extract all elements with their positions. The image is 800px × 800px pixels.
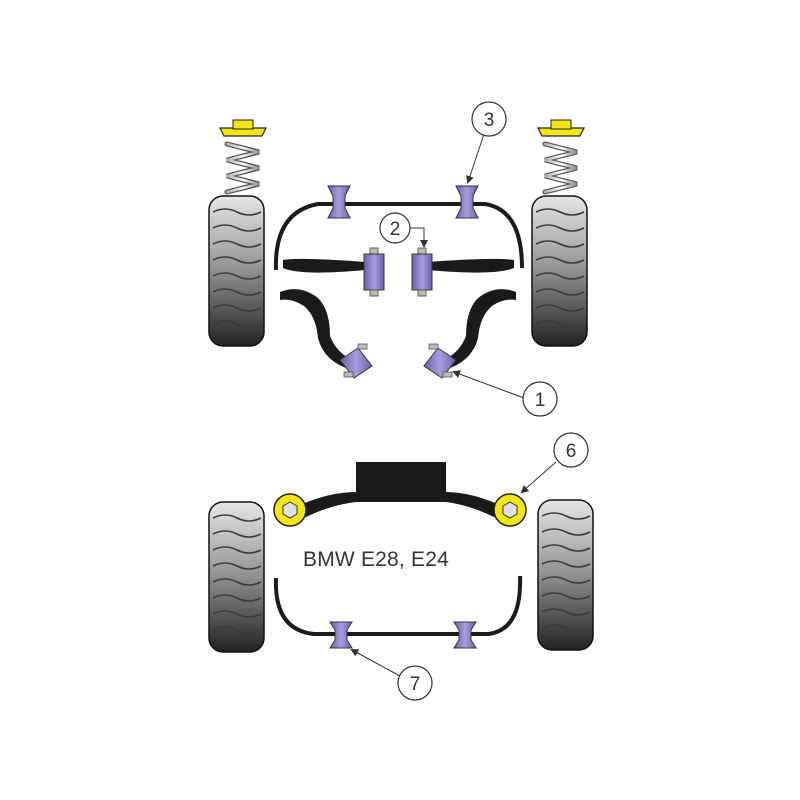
callout-6: 6	[520, 432, 589, 494]
front-right-thrust-arm	[428, 258, 514, 273]
front-left-tyre-icon	[208, 195, 265, 347]
front-arb-bush-left-icon	[327, 185, 351, 219]
front-suspension	[208, 119, 588, 379]
front-left-control-arm	[280, 289, 352, 370]
rear-arb-bush-left-icon	[329, 621, 353, 649]
front-right-spring-icon	[537, 119, 585, 195]
front-right-control-arm	[444, 289, 516, 370]
rear-suspension	[208, 462, 594, 653]
front-arb-bush-right-icon	[455, 185, 479, 219]
callout-2-label: 2	[390, 219, 401, 240]
front-right-tyre-icon	[531, 195, 588, 347]
rear-right-tyre-icon	[537, 499, 594, 651]
front-right-control-arm-bush-icon	[423, 343, 457, 379]
front-left-spring-icon	[219, 119, 267, 195]
rear-differential	[356, 462, 446, 502]
rear-left-subframe-bush-icon	[273, 493, 307, 527]
callout-7-label: 7	[410, 674, 421, 695]
rear-subframe	[300, 492, 500, 518]
callout-3: 3	[466, 101, 507, 184]
rear-arb-bush-right-icon	[453, 621, 477, 649]
callout-1-label: 1	[535, 390, 546, 411]
model-label: BMW E28, E24	[303, 548, 449, 571]
front-left-control-arm-bush-icon	[339, 343, 373, 379]
callout-7: 7	[350, 649, 433, 701]
callout-6-label: 6	[566, 441, 577, 462]
front-left-thrust-arm	[283, 258, 365, 273]
rear-anti-roll-bar	[273, 575, 523, 636]
front-right-thrust-bush-icon	[411, 247, 433, 297]
callout-1: 1	[452, 370, 558, 417]
rear-right-subframe-bush-icon	[493, 493, 527, 527]
front-left-thrust-bush-icon	[363, 247, 385, 297]
callout-3-label: 3	[484, 110, 495, 131]
callout-2: 2	[379, 212, 428, 248]
front-anti-roll-bar	[273, 202, 524, 271]
rear-left-tyre-icon	[208, 501, 265, 653]
